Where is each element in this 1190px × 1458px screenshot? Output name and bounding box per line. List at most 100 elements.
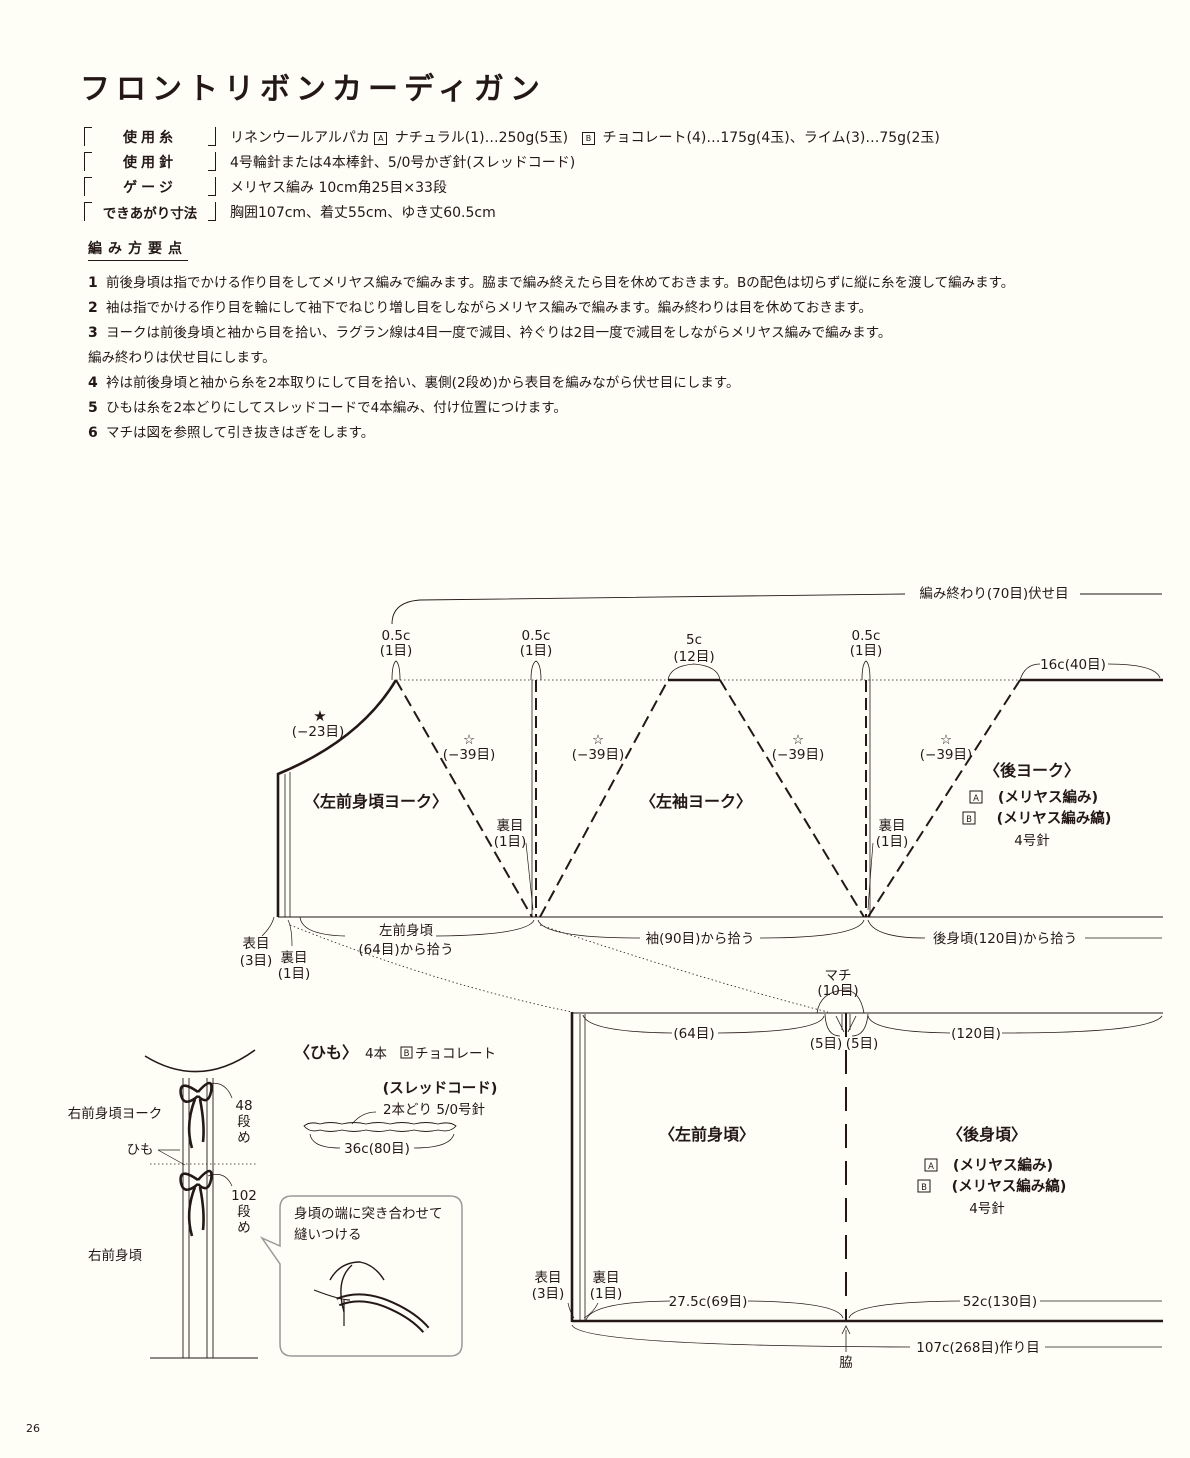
spec-value: 胸囲107cm、着丈55cm、ゆき丈60.5cm bbox=[230, 205, 496, 221]
cord-count: 4本 bbox=[365, 1046, 388, 1062]
bind-off-label: 編み終わり(70目)伏せ目 bbox=[919, 586, 1068, 602]
color-b-box: B bbox=[966, 815, 972, 825]
pattern-b-label: (メリヤス編み縞) bbox=[997, 809, 1112, 827]
spec-value: リネンウールアルパカ A ナチュラル(1)…250g(5玉) B チョコレート(… bbox=[230, 130, 940, 146]
thread-cord-label: (スレッドコード) bbox=[383, 1081, 498, 1097]
black-star-icon: ★ bbox=[313, 707, 326, 725]
row-102-label: め bbox=[237, 1220, 251, 1236]
cast-on-label: 107c(268目)作り目 bbox=[916, 1340, 1040, 1356]
color-a-box: A bbox=[928, 1162, 934, 1172]
front-count-label: (64目) bbox=[673, 1026, 714, 1042]
back-width-label: 16c(40目) bbox=[1040, 657, 1106, 673]
row-48-label: め bbox=[237, 1130, 251, 1146]
row-102-label: 段 bbox=[237, 1204, 251, 1220]
left-front-yoke-title: 〈左前身頃ヨーク〉 bbox=[304, 792, 448, 811]
cord-color-label: チョコレート bbox=[415, 1046, 496, 1062]
gusset-split-label: (5目) bbox=[810, 1036, 843, 1052]
right-front-label: 右前身頃 bbox=[88, 1247, 142, 1264]
back-count-label: (120目) bbox=[951, 1026, 1001, 1042]
spec-value: 4号輪針または4本棒針、5/0号かぎ針(スレッドコード) bbox=[230, 155, 576, 171]
left-front-title: 〈左前身頃〉 bbox=[659, 1125, 755, 1144]
knit-label: 表目 bbox=[535, 1270, 562, 1286]
spec-label: 使用糸 bbox=[123, 130, 177, 146]
spec-needle: 使用針 4号輪針または4本棒針、5/0号かぎ針(スレッドコード) bbox=[80, 151, 1180, 173]
color-a-box: A bbox=[973, 794, 979, 804]
stitch-label: (12目) bbox=[673, 649, 714, 665]
pattern-b-label: (メリヤス編み縞) bbox=[952, 1177, 1067, 1195]
spec-label: ゲージ bbox=[123, 180, 177, 196]
cord-length-label: 36c(80目) bbox=[344, 1141, 410, 1157]
side-label: 脇 bbox=[839, 1355, 853, 1371]
purl-label: 裏目 bbox=[879, 818, 906, 834]
back-width-label: 52c(130目) bbox=[963, 1294, 1037, 1310]
decrease-label: (−23目) bbox=[292, 724, 345, 740]
color-b-box: B bbox=[404, 1049, 410, 1059]
stitch-label: (1目) bbox=[590, 1286, 623, 1302]
width-label: 0.5c bbox=[852, 628, 881, 644]
purl-label: 裏目 bbox=[281, 950, 308, 966]
spec-label: できあがり寸法 bbox=[102, 206, 198, 222]
white-star-icon: ☆ bbox=[592, 732, 604, 748]
page-number: 26 bbox=[26, 1422, 40, 1435]
cord-title: 〈ひも〉 bbox=[294, 1043, 358, 1062]
gusset-count: (10目) bbox=[817, 983, 858, 999]
stitch-label: (1目) bbox=[520, 643, 553, 659]
color-b-box: B bbox=[582, 132, 596, 145]
spec-value: メリヤス編み 10cm角25目×33段 bbox=[230, 180, 447, 196]
pickup-front-label: 左前身頃 bbox=[379, 922, 433, 939]
pickup-sleeve-label: 袖(90目)から拾う bbox=[646, 931, 755, 947]
stitch-label: (1目) bbox=[494, 834, 527, 850]
stitch-label: (1目) bbox=[380, 643, 413, 659]
white-star-icon: ☆ bbox=[940, 732, 952, 748]
page-title: フロントリボンカーディガン bbox=[80, 72, 546, 107]
white-star-icon: ☆ bbox=[463, 732, 475, 748]
width-label: 0.5c bbox=[382, 628, 411, 644]
pattern-a-label: (メリヤス編み) bbox=[998, 788, 1098, 806]
row-102-label: 102 bbox=[231, 1188, 257, 1204]
stitch-label: (3目) bbox=[532, 1286, 565, 1302]
gusset-label: マチ bbox=[825, 968, 852, 984]
decrease-label: (−39目) bbox=[920, 747, 973, 763]
step-continuation: 編み終わりは伏せ目にします。 bbox=[88, 350, 276, 366]
pickup-back-label: 後身頃(120目)から拾う bbox=[933, 931, 1077, 947]
bubble-note: 身頃の端に突き合わせて bbox=[294, 1206, 443, 1222]
spec-size: できあがり寸法 胸囲107cm、着丈55cm、ゆき丈60.5cm bbox=[80, 201, 1180, 223]
stitch-label: (1目) bbox=[278, 966, 311, 982]
back-yoke-title: 〈後ヨーク〉 bbox=[984, 761, 1080, 780]
right-front-yoke-label: 右前身頃ヨーク bbox=[68, 1105, 163, 1122]
back-body-title: 〈後身頃〉 bbox=[947, 1125, 1027, 1144]
white-star-icon: ☆ bbox=[792, 732, 804, 748]
row-48-label: 段 bbox=[237, 1114, 251, 1130]
cord-strands-label: 2本どり 5/0号針 bbox=[383, 1102, 485, 1118]
stitch-label: (1目) bbox=[876, 834, 909, 850]
spec-label: 使用針 bbox=[123, 155, 177, 171]
needle-label: 4号針 bbox=[1014, 833, 1050, 849]
stitch-label: (1目) bbox=[850, 643, 883, 659]
pickup-front-count: (64目)から拾う bbox=[358, 942, 453, 958]
gusset-split-label: (5目) bbox=[846, 1036, 879, 1052]
front-width-label: 27.5c(69目) bbox=[669, 1294, 748, 1310]
left-sleeve-yoke-title: 〈左袖ヨーク〉 bbox=[640, 792, 752, 811]
knit-label: 表目 bbox=[243, 936, 270, 952]
cord-label: ひも bbox=[127, 1142, 154, 1158]
color-a-box: A bbox=[374, 132, 388, 145]
color-b-box: B bbox=[921, 1183, 927, 1193]
needle-label: 4号針 bbox=[969, 1201, 1005, 1217]
width-label: 0.5c bbox=[522, 628, 551, 644]
steps-heading: 編み方要点 bbox=[88, 238, 188, 261]
decrease-label: (−39目) bbox=[572, 747, 625, 763]
decrease-label: (−39目) bbox=[443, 747, 496, 763]
spec-yarn: 使用糸 リネンウールアルパカ A ナチュラル(1)…250g(5玉) B チョコ… bbox=[80, 126, 1180, 148]
decrease-label: (−39目) bbox=[772, 747, 825, 763]
purl-label: 裏目 bbox=[593, 1270, 620, 1286]
bubble-note: 縫いつける bbox=[294, 1227, 362, 1243]
width-label: 5c bbox=[686, 632, 702, 648]
row-48-label: 48 bbox=[235, 1098, 252, 1114]
